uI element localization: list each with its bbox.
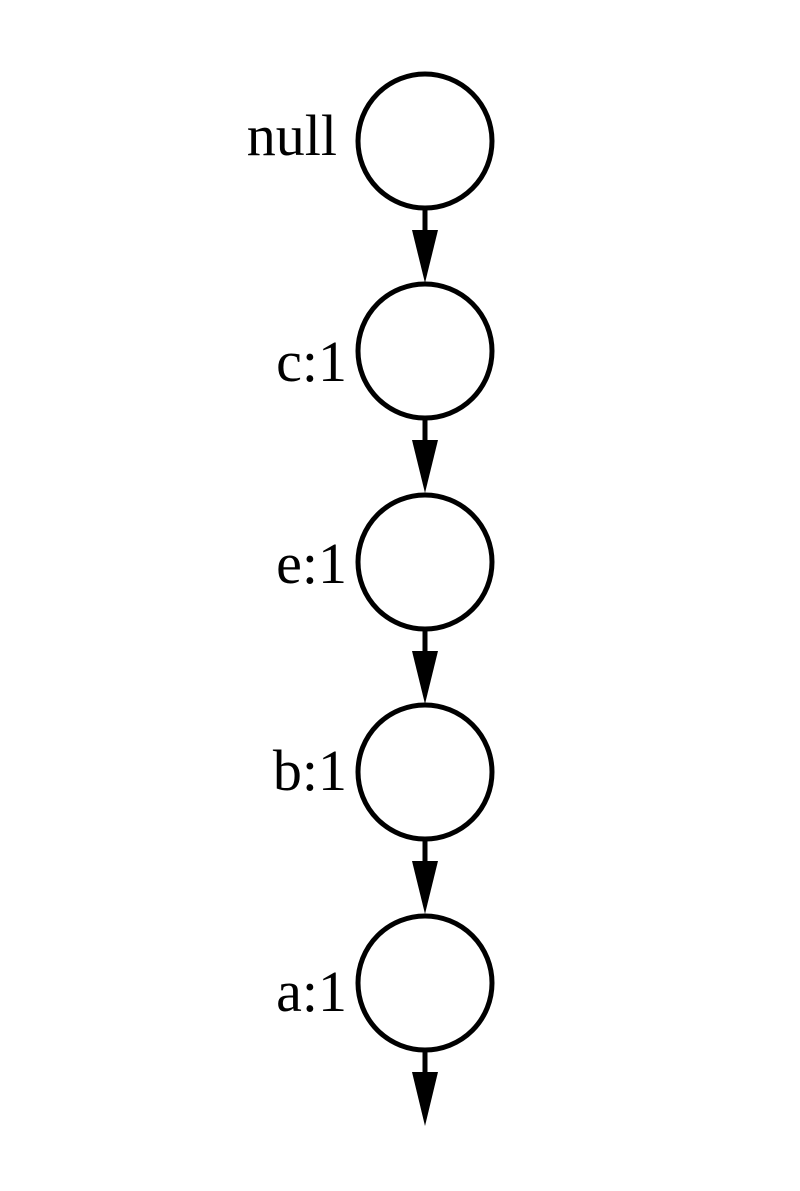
node-b-circle: [355, 702, 495, 842]
edge-b-to-a: [412, 841, 438, 914]
node-b-label: b:1: [273, 738, 347, 803]
edge-a-to-next: [412, 1052, 438, 1126]
node-e-circle: [355, 492, 495, 632]
node-c-label: c:1: [276, 329, 347, 394]
node-c-circle: [355, 281, 495, 421]
node-root-circle: [355, 71, 495, 211]
node-e: e:1: [276, 492, 495, 632]
node-e-label: e:1: [276, 531, 347, 596]
node-b: b:1: [273, 702, 495, 842]
edge-c-to-e: [412, 420, 438, 493]
edge-e-to-b: [412, 631, 438, 704]
node-a: a:1: [276, 913, 495, 1053]
node-c: c:1: [276, 281, 495, 421]
node-a-label: a:1: [276, 959, 347, 1024]
node-root-label: null: [247, 103, 337, 168]
edge-root-to-c: [412, 210, 438, 283]
node-a-circle: [355, 913, 495, 1053]
node-root: null: [247, 71, 495, 211]
